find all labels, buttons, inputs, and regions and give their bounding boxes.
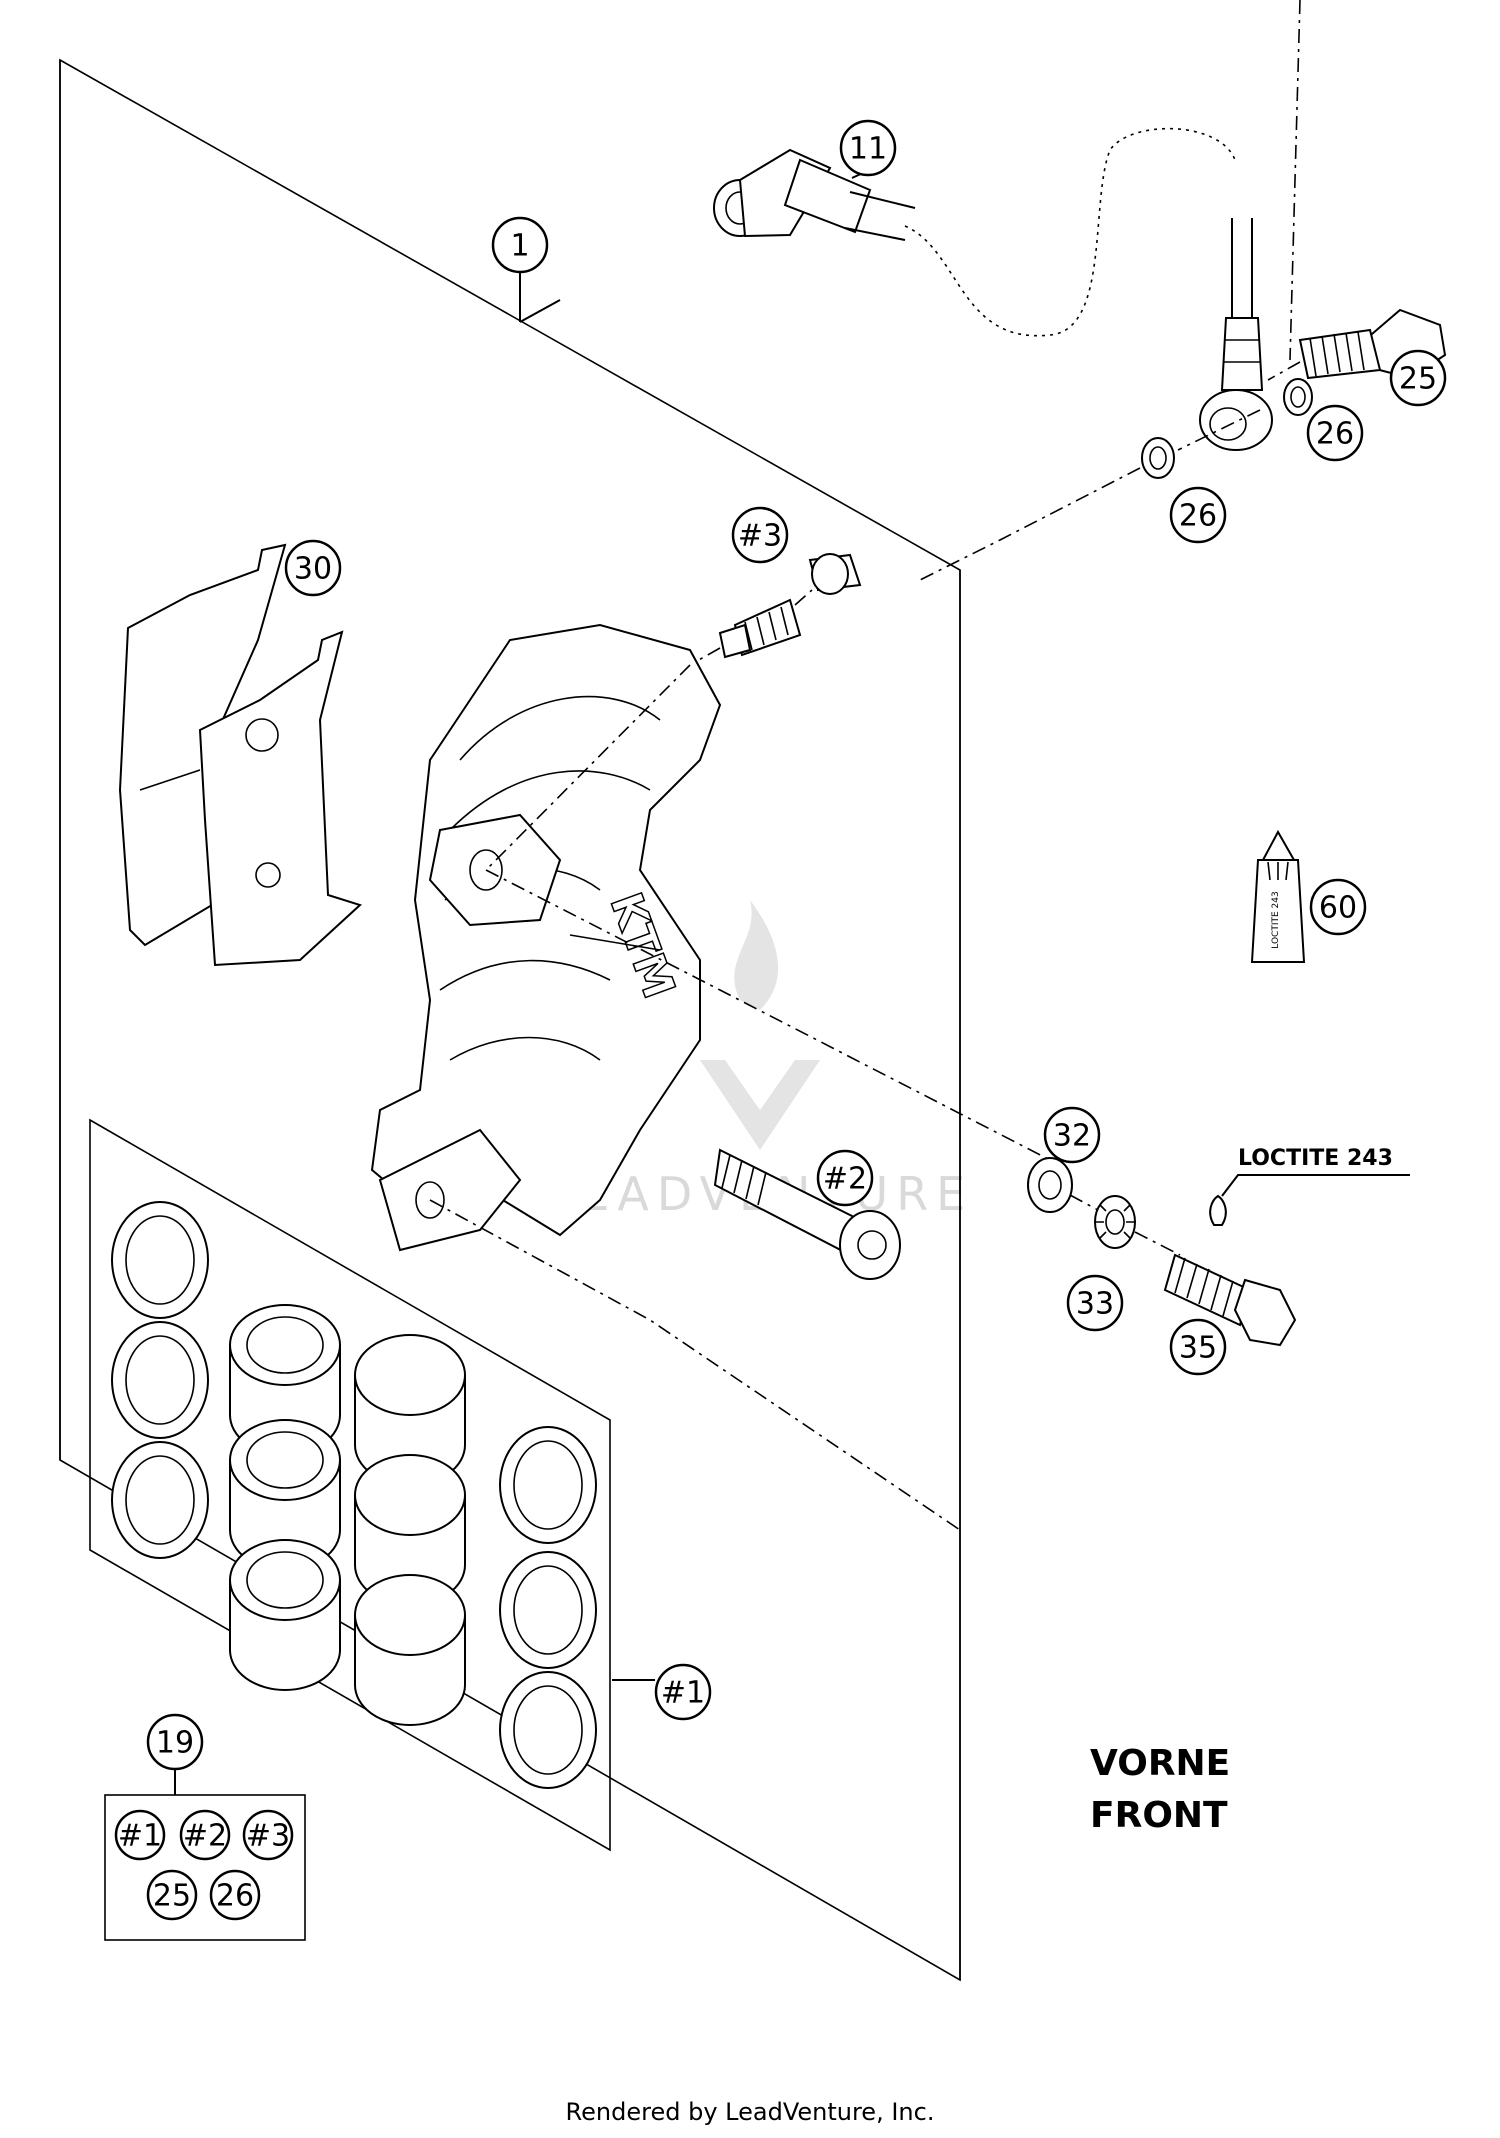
kit-item-2[interactable]: #2 (179, 1809, 231, 1861)
tube-text: LOCTITE 243 (1271, 891, 1281, 948)
svg-text:#1: #1 (661, 1676, 705, 1711)
vorne-label: VORNE (1090, 1743, 1230, 1784)
svg-text:#3: #3 (246, 1819, 290, 1854)
svg-text:#3: #3 (738, 519, 782, 554)
callout-60[interactable]: 60 (1309, 878, 1367, 936)
svg-text:1: 1 (510, 229, 529, 264)
svg-text:#2: #2 (183, 1819, 227, 1854)
callout-11[interactable]: 11 (839, 119, 897, 177)
callout-19[interactable]: 19 (146, 1713, 204, 1771)
washer-26-lower (1141, 437, 1175, 479)
svg-text:25: 25 (1399, 362, 1437, 397)
loctite-drop (1209, 1194, 1227, 1226)
caliper-pin-bolt (713, 1148, 901, 1280)
kit-19-box (104, 1794, 306, 1941)
callout-25[interactable]: 25 (1389, 349, 1447, 407)
callout-26-lower[interactable]: 26 (1169, 486, 1227, 544)
svg-text:60: 60 (1319, 891, 1357, 926)
svg-text:25: 25 (153, 1879, 191, 1914)
kit-item-26[interactable]: 26 (209, 1869, 261, 1921)
svg-text:11: 11 (849, 132, 887, 167)
callout-35[interactable]: 35 (1169, 1318, 1227, 1376)
callout-1[interactable]: 1 (491, 216, 549, 274)
kit-item-25[interactable]: 25 (146, 1869, 198, 1921)
svg-text:26: 26 (1316, 417, 1354, 452)
lock-washer-33 (1094, 1195, 1136, 1249)
svg-text:30: 30 (294, 552, 332, 587)
callout-hash-2[interactable]: #2 (816, 1149, 874, 1207)
svg-text:32: 32 (1053, 1119, 1091, 1154)
svg-text:26: 26 (216, 1879, 254, 1914)
front-label: FRONT (1090, 1795, 1228, 1836)
brake-pads (118, 543, 362, 967)
svg-text:#2: #2 (823, 1162, 867, 1197)
callout-32[interactable]: 32 (1043, 1106, 1101, 1164)
washer-32 (1027, 1157, 1073, 1213)
loctite-tube: LOCTITE 243 (1250, 829, 1306, 963)
svg-text:19: 19 (156, 1726, 194, 1761)
kit-item-3[interactable]: #3 (242, 1809, 294, 1861)
bleeder-valve (718, 553, 862, 659)
caliper-body: KTM (370, 623, 722, 1252)
svg-text:#1: #1 (118, 1819, 162, 1854)
svg-text:35: 35 (1179, 1331, 1217, 1366)
callout-26-upper[interactable]: 26 (1306, 404, 1364, 462)
pistons (229, 1304, 466, 1726)
callout-33[interactable]: 33 (1066, 1274, 1124, 1332)
callout-hash-1[interactable]: #1 (654, 1663, 712, 1721)
callout-30[interactable]: 30 (284, 539, 342, 597)
svg-text:26: 26 (1179, 499, 1217, 534)
brake-hose (713, 127, 1273, 451)
loctite-leader (1221, 1174, 1410, 1197)
piston-seals (111, 1201, 597, 1789)
svg-text:33: 33 (1076, 1287, 1114, 1322)
callout-hash-3[interactable]: #3 (731, 506, 789, 564)
footer-credit: Rendered by LeadVenture, Inc. (566, 2098, 935, 2126)
loctite-label: LOCTITE 243 (1238, 1146, 1393, 1171)
seal-kit-panel (89, 1118, 611, 1852)
kit-item-1[interactable]: #1 (114, 1809, 166, 1861)
washer-26-upper (1283, 378, 1313, 416)
bolt-35 (1163, 1253, 1297, 1347)
